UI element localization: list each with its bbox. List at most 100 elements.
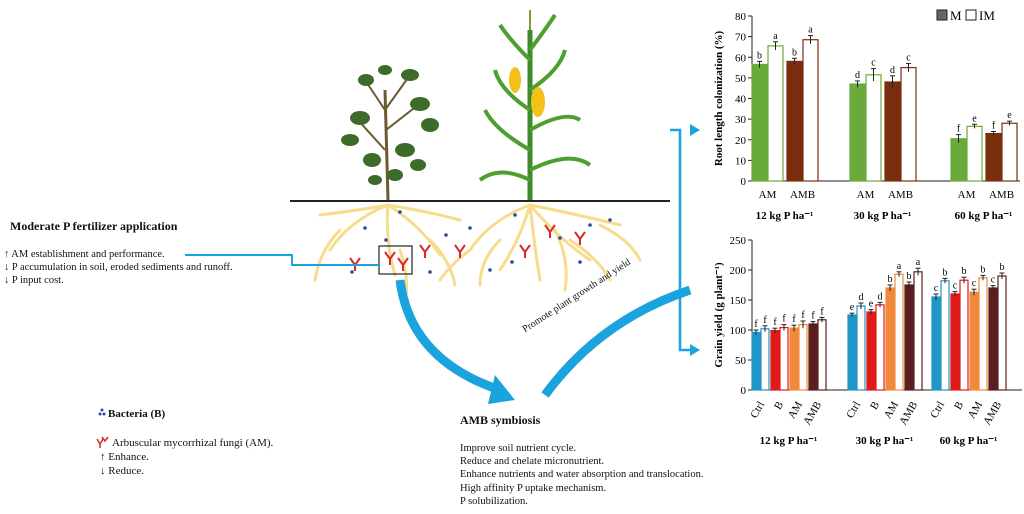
significance-letter: f (992, 121, 996, 132)
y-tick-label: 50 (735, 355, 747, 367)
bar (894, 273, 904, 391)
significance-letter: e (850, 302, 855, 313)
significance-letter: d (878, 291, 883, 302)
bar (978, 277, 988, 391)
bar (875, 304, 885, 391)
bar (884, 81, 901, 182)
y-tick-label: 30 (735, 114, 747, 126)
significance-letter: b (1000, 262, 1005, 273)
group-label: 12 kg P ha⁻¹ (756, 210, 814, 222)
symbiosis-title: AMB symbiosis (460, 413, 541, 427)
category-label: AM (958, 189, 976, 201)
y-tick-label: 80 (735, 11, 747, 23)
bacteria-legend-icon (98, 408, 106, 416)
bacteria-markers (350, 210, 612, 274)
bar (950, 293, 960, 391)
significance-letter: e (972, 113, 977, 124)
legend-reduce: ↓ Reduce. (100, 465, 144, 477)
enhance-arrow-icon: ↑ (4, 249, 10, 260)
category-label: Ctrl (844, 400, 863, 421)
significance-letter: f (782, 314, 786, 325)
symbiosis-item: High affinity P uptake mechanism. (460, 482, 607, 494)
bar (940, 280, 950, 391)
category-label: Ctrl (748, 400, 767, 421)
zoom-box (378, 245, 413, 275)
bar (847, 314, 857, 391)
bar (798, 323, 808, 391)
y-tick-label: 200 (730, 265, 747, 277)
bar (779, 326, 789, 391)
bar (808, 323, 818, 391)
amf-legend-icon (96, 436, 109, 448)
legend-label-im: IM (979, 8, 995, 23)
symbiosis-item: Enhance nutrients and water absorption a… (460, 469, 704, 481)
legend-swatch-m (936, 9, 948, 21)
significance-letter: c (972, 278, 977, 289)
symbiosis-list: Improve soil nutrient cycle. Reduce and … (460, 442, 703, 508)
bar (885, 287, 895, 391)
symbiosis-item: Reduce and chelate micronutrient. (460, 456, 605, 468)
reduce-arrow-icon: ↓ (4, 262, 10, 273)
symbiosis-item: Improve soil nutrient cycle. (460, 443, 577, 454)
y-axis-label: Root length colonization (%) (713, 30, 725, 166)
significance-letter: a (773, 31, 778, 42)
bar (904, 284, 914, 391)
category-label: Ctrl (928, 400, 947, 421)
significance-letter: a (808, 25, 813, 36)
effect-item: ↓ P accumulation in soil, eroded sedimen… (4, 262, 233, 273)
category-label: B (868, 400, 882, 412)
significance-letter: b (962, 266, 967, 277)
category-label: AMB (888, 189, 913, 201)
bar (997, 275, 1007, 391)
category-label: B (772, 400, 786, 412)
y-tick-label: 60 (735, 52, 747, 64)
significance-letter: f (763, 315, 767, 326)
significance-letter: c (953, 281, 958, 292)
legend-bacteria: Bacteria (B) (108, 408, 166, 420)
significance-letter: f (801, 310, 805, 321)
significance-letter: b (907, 271, 912, 282)
reduce-arrow-icon: ↓ (4, 275, 10, 286)
y-tick-label: 20 (735, 135, 747, 147)
significance-letter: c (871, 58, 876, 69)
y-tick-label: 100 (730, 325, 747, 337)
significance-letter: e (1007, 110, 1012, 121)
effect-item: ↑ AM establishment and performance. (4, 249, 165, 260)
category-label: B (952, 400, 966, 412)
bar (849, 83, 866, 182)
bar (1001, 122, 1018, 182)
significance-letter: c (991, 275, 996, 286)
bar (856, 305, 866, 391)
significance-letter: d (890, 65, 895, 76)
root-system (313, 203, 642, 302)
reduce-arrow-icon: ↓ (100, 465, 106, 477)
group-label: 60 kg P ha⁻¹ (955, 210, 1013, 222)
significance-letter: c (934, 283, 939, 294)
fungi-markers (349, 224, 586, 271)
significance-letter: d (859, 292, 864, 303)
group-label: 60 kg P ha⁻¹ (940, 435, 998, 447)
y-tick-label: 50 (735, 73, 747, 85)
bar (931, 296, 941, 391)
category-label: AM (857, 189, 875, 201)
significance-letter: b (981, 264, 986, 275)
group-label: 30 kg P ha⁻¹ (856, 435, 914, 447)
y-tick-label: 0 (741, 385, 747, 397)
bar (789, 327, 799, 391)
y-tick-label: 0 (741, 176, 747, 188)
y-tick-label: 10 (735, 155, 747, 167)
significance-letter: b (888, 274, 893, 285)
effect-item: ↓ P input cost. (4, 275, 64, 286)
significance-letter: f (811, 311, 815, 322)
category-label: AMB (801, 400, 824, 428)
significance-letter: f (773, 317, 777, 328)
significance-letter: a (916, 257, 921, 268)
bar (966, 125, 983, 182)
significance-letter: f (754, 319, 758, 330)
left-panel-title: Moderate P fertilizer application (10, 219, 178, 233)
symbiosis-item: P solubilization. (460, 495, 528, 507)
significance-letter: f (820, 306, 824, 317)
bar (786, 60, 803, 182)
group-label: 30 kg P ha⁻¹ (854, 210, 912, 222)
